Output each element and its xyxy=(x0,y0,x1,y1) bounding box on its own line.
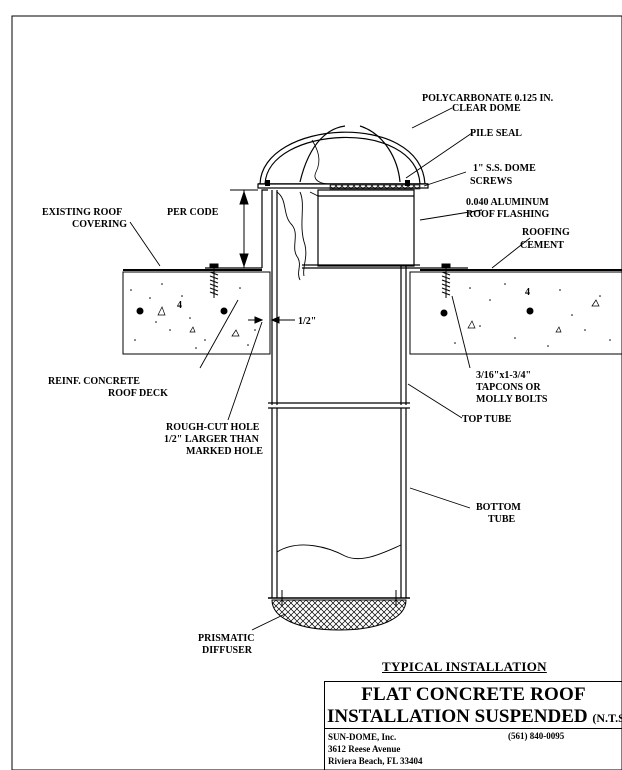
diffuser-label-2: DIFFUSER xyxy=(202,645,253,656)
company-address-2: Riviera Beach, FL 33404 xyxy=(328,756,423,766)
slab-mark-left: 4 xyxy=(177,300,182,311)
roof-deck-label-1: REINF. CONCRETE xyxy=(48,376,140,387)
company-info: SUN-DOME, Inc. 3612 Reese Avenue Riviera… xyxy=(328,731,423,767)
typical-installation-heading: TYPICAL INSTALLATION xyxy=(382,659,547,674)
tapcons-label-3: MOLLY BOLTS xyxy=(476,394,548,405)
rough-cut-label-3: MARKED HOLE xyxy=(186,446,263,457)
concrete-slab-right: 4 xyxy=(409,271,622,355)
screws-label-1: 1" S.S. DOME xyxy=(473,163,536,174)
bottom-tube xyxy=(268,408,410,606)
rough-cut-label-2: 1/2" LARGER THAN xyxy=(164,434,260,445)
half-inch-label: 1/2" xyxy=(298,316,316,327)
company-name: SUN-DOME, Inc. xyxy=(328,732,397,742)
half-inch-dimension xyxy=(248,316,295,324)
company-address-1: 3612 Reese Avenue xyxy=(328,744,401,754)
pile-seal-label: PILE SEAL xyxy=(470,128,522,139)
title-line-2: INSTALLATION SUSPENDED (N.T.S.) xyxy=(327,706,622,728)
screws-label-2: SCREWS xyxy=(470,176,513,187)
cutaway-tear xyxy=(276,191,319,281)
title-block: FLAT CONCRETE ROOF INSTALLATION SUSPENDE… xyxy=(324,681,622,770)
dome-label-2: CLEAR DOME xyxy=(452,103,521,114)
bottom-tube-label-2: TUBE xyxy=(488,514,516,525)
leader-lines xyxy=(129,107,531,631)
tapcons-label-1: 3/16"x1-3/4" xyxy=(476,370,531,381)
title-line-2-suffix: (N.T.S.) xyxy=(592,711,622,725)
rough-cut-label-1: ROUGH-CUT HOLE xyxy=(166,422,260,433)
flashing-label-1: 0.040 ALUMINUM xyxy=(466,197,549,208)
slab-mark-right: 4 xyxy=(525,287,530,298)
concrete-slab-left: 4 xyxy=(122,271,271,355)
existing-roof-label-2: COVERING xyxy=(72,219,127,230)
tapcons-label-2: TAPCONS OR xyxy=(476,382,541,393)
bottom-tube-label-1: BOTTOM xyxy=(476,502,521,513)
prismatic-diffuser xyxy=(271,599,407,631)
title-block-divider xyxy=(325,728,622,729)
drawing-border xyxy=(11,15,622,770)
tapcon-screw-right xyxy=(441,263,451,298)
dome-label-1: POLYCARBONATE 0.125 IN. xyxy=(422,93,554,104)
top-tube xyxy=(268,189,415,409)
title-line-2-main: INSTALLATION SUSPENDED xyxy=(327,706,593,727)
roof-deck-label-2: ROOF DECK xyxy=(108,388,168,399)
clear-dome xyxy=(257,125,429,190)
cement-label-2: CEMENT xyxy=(520,240,564,251)
per-code-dimension xyxy=(230,189,258,269)
flashing-label-2: ROOF FLASHING xyxy=(466,209,549,220)
company-phone: (561) 840-0095 xyxy=(508,731,565,741)
diffuser-label-1: PRISMATIC xyxy=(198,633,254,644)
tapcon-screw-left xyxy=(209,263,219,298)
per-code-label: PER CODE xyxy=(167,207,219,218)
title-line-1: FLAT CONCRETE ROOF xyxy=(361,684,586,705)
top-tube-label: TOP TUBE xyxy=(462,414,512,425)
cement-label-1: ROOFING xyxy=(522,227,570,238)
existing-roof-label-1: EXISTING ROOF xyxy=(42,207,122,218)
